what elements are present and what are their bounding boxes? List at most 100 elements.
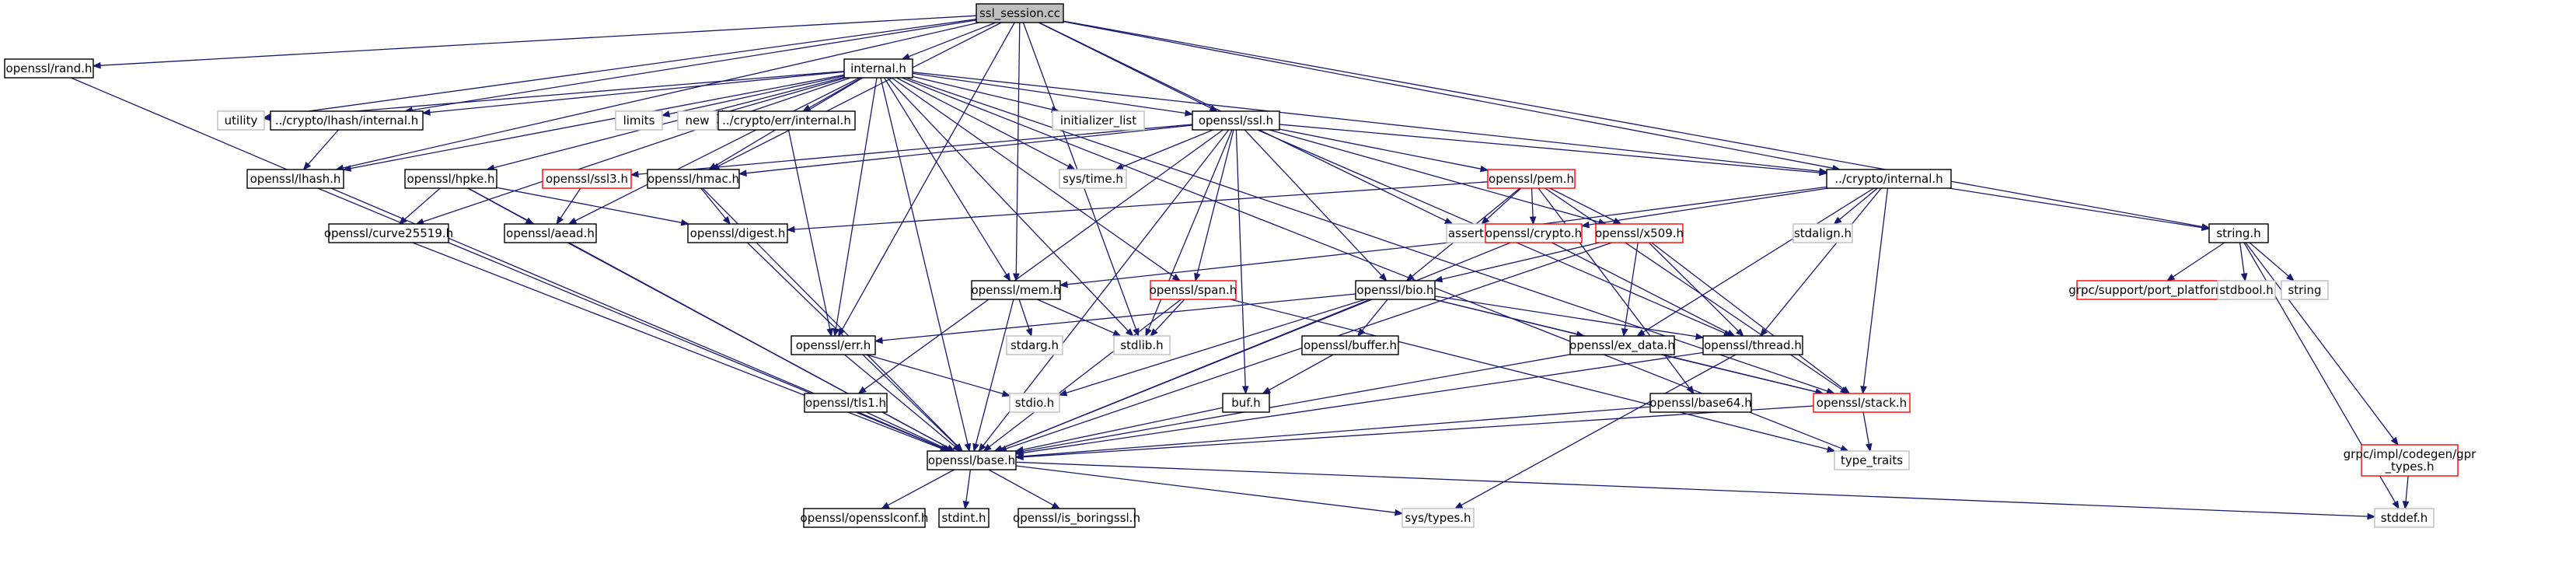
edge-arrowhead	[2166, 274, 2176, 282]
edge-ocrypto-to-mem	[1059, 238, 1486, 288]
node-rand[interactable]: openssl/rand.h	[4, 58, 94, 79]
node-span[interactable]: openssl/span.h	[1150, 280, 1237, 300]
node-box	[328, 223, 449, 243]
edge-line	[422, 77, 851, 222]
edge-line	[574, 77, 860, 222]
edge-x509-to-thread	[1648, 242, 1744, 337]
edge-line	[1588, 187, 1828, 226]
edge-arrowhead	[1841, 386, 1851, 394]
node-stdalign: stdalign.h	[1792, 223, 1853, 243]
node-buf[interactable]: buf.h	[1222, 393, 1270, 413]
node-tls1[interactable]: openssl/tls1.h	[804, 393, 888, 413]
edge-ssl-to-base	[978, 129, 1230, 453]
edge-line	[1361, 299, 1388, 331]
edge-line	[271, 19, 977, 117]
edge-line	[1949, 187, 2203, 229]
node-curve25519[interactable]: openssl/curve25519.h	[324, 223, 453, 243]
node-err_internal[interactable]: ../crypto/err/internal.h	[717, 110, 856, 131]
node-is_boringssl[interactable]: openssl/is_boringssl.h	[1013, 508, 1140, 528]
edge-arrowhead	[1819, 169, 1828, 177]
node-box	[504, 223, 597, 243]
edge-base-to-opensslconf	[881, 469, 955, 509]
node-box	[1150, 280, 1237, 300]
edge-arrowhead	[2392, 500, 2400, 510]
node-label: limits	[623, 114, 655, 128]
node-bio[interactable]: openssl/bio.h	[1355, 280, 1436, 300]
edge-arrowhead	[1059, 281, 1068, 288]
node-stack[interactable]: openssl/stack.h	[1813, 393, 1911, 413]
node-ex_data[interactable]: openssl/ex_data.h	[1569, 335, 1675, 355]
edge-line	[1235, 129, 1246, 387]
node-ssl3[interactable]: openssl/ssl3.h	[542, 169, 632, 189]
edge-ssl3-to-aead	[556, 187, 581, 226]
edge-line	[808, 77, 863, 109]
node-pem[interactable]: openssl/pem.h	[1487, 169, 1576, 189]
node-box	[1649, 393, 1752, 413]
edge-arrowhead	[1356, 327, 1366, 337]
node-buffer[interactable]: openssl/buffer.h	[1301, 335, 1399, 355]
edge-internal-to-initializer_list	[912, 75, 1060, 114]
edge-line	[1648, 242, 1739, 332]
edge-arrowhead	[1058, 390, 1068, 397]
node-thread[interactable]: openssl/thread.h	[1702, 335, 1803, 355]
edge-mem-to-stdarg	[1018, 299, 1033, 337]
node-box	[2281, 280, 2329, 300]
node-port_platform[interactable]: grpc/support/port_platform.h	[2068, 280, 2238, 300]
node-hmac[interactable]: openssl/hmac.h	[647, 169, 740, 189]
edge-arrowhead	[722, 215, 731, 226]
node-label: stdio.h	[1015, 396, 1055, 410]
node-box	[2217, 280, 2276, 300]
edge-ssl-to-bio	[1244, 129, 1387, 282]
edge-arrowhead	[1145, 327, 1152, 337]
edge-internal-to-new	[715, 77, 846, 117]
edge-line	[2173, 242, 2225, 278]
node-string: string	[2281, 280, 2329, 300]
edge-x509-to-ex_data	[1621, 242, 1639, 337]
edge-arrowhead	[1759, 327, 1768, 337]
edge-arrowhead	[2240, 273, 2248, 282]
node-label: buf.h	[1231, 396, 1261, 410]
node-box	[1052, 110, 1145, 131]
node-gpr_types[interactable]: grpc/impl/codegen/gpr_types.h	[2344, 444, 2477, 477]
node-x509[interactable]: openssl/x509.h	[1595, 223, 1684, 243]
edge-line	[887, 469, 955, 506]
edge-arrowhead	[1454, 502, 1464, 509]
node-label: openssl/x509.h	[1595, 226, 1684, 240]
node-digest[interactable]: openssl/digest.h	[687, 223, 788, 243]
node-err[interactable]: openssl/err.h	[791, 335, 876, 355]
node-label: string.h	[2216, 226, 2260, 240]
node-label: openssl/opensslconf.h	[801, 511, 929, 525]
edge-arrowhead	[1185, 110, 1194, 117]
edge-arrowhead	[2286, 273, 2295, 282]
edge-ssl-to-crypto_internal	[1279, 124, 1828, 177]
node-stdint[interactable]: stdint.h	[938, 508, 990, 528]
edge-arrowhead	[302, 162, 312, 171]
node-ssl[interactable]: openssl/ssl.h	[1192, 110, 1280, 131]
edge-arrowhead	[1014, 446, 1024, 453]
node-internal[interactable]: internal.h	[843, 58, 913, 79]
node-string_h[interactable]: string.h	[2208, 223, 2269, 243]
node-aead[interactable]: openssl/aead.h	[504, 223, 597, 243]
node-label: openssl/tls1.h	[805, 396, 886, 410]
edge-line	[404, 187, 441, 220]
node-ocrypto[interactable]: openssl/crypto.h	[1485, 223, 1583, 243]
node-base[interactable]: openssl/base.h	[927, 450, 1017, 470]
node-hpke[interactable]: openssl/hpke.h	[404, 169, 497, 189]
edge-base-to-systypes	[1015, 465, 1404, 516]
edge-arrowhead	[964, 442, 972, 453]
node-systime: sys/time.h	[1059, 169, 1127, 189]
node-lhash_internal[interactable]: ../crypto/lhash/internal.h	[270, 110, 424, 131]
edge-bio-to-thread	[1434, 295, 1705, 340]
node-crypto_internal[interactable]: ../crypto/internal.h	[1826, 169, 1952, 189]
edge-line	[1434, 295, 1697, 337]
node-lhash[interactable]: openssl/lhash.h	[246, 169, 344, 189]
node-box	[1826, 169, 1952, 189]
node-ssl_session[interactable]: ssl_session.cc	[976, 3, 1064, 23]
edge-line	[2239, 242, 2245, 275]
edge-line	[1839, 187, 1878, 220]
node-mem[interactable]: openssl/mem.h	[971, 280, 1061, 300]
node-opensslconf[interactable]: openssl/opensslconf.h	[801, 508, 929, 528]
edge-line	[412, 19, 977, 111]
node-base64[interactable]: openssl/base64.h	[1649, 393, 1752, 413]
edge-string_h-to-string	[2249, 242, 2295, 282]
